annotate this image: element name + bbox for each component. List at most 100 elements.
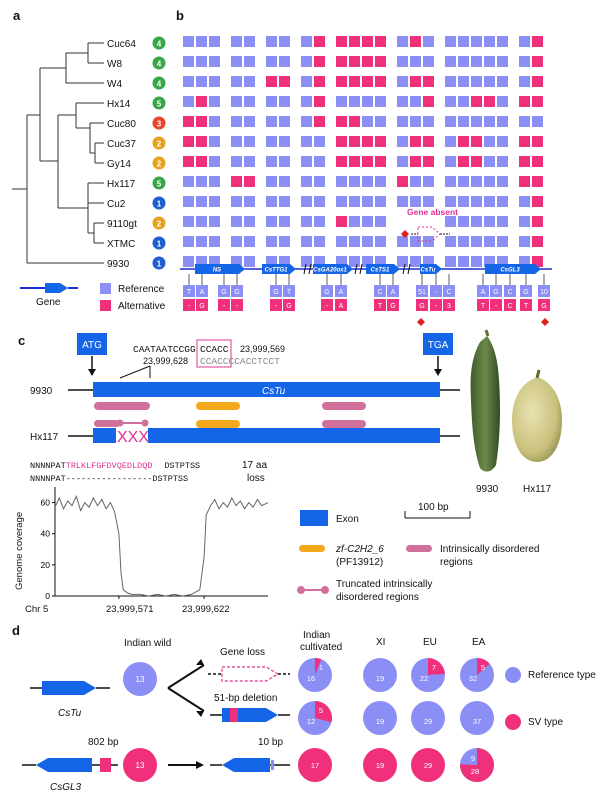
tga-box: [423, 333, 453, 355]
variant-cell: [336, 56, 347, 67]
variant-cell: [183, 96, 194, 107]
gene-model-label: CsGA20ox1: [313, 268, 347, 274]
variant-cell: [196, 196, 207, 207]
variant-cell: [532, 176, 543, 187]
variant-cell: [183, 256, 194, 267]
variant-cell: [397, 116, 408, 127]
variant-cell: [519, 56, 530, 67]
variant-cell: [497, 56, 508, 67]
cucumber-9930: [470, 336, 500, 472]
ref-allele-code: C: [446, 289, 451, 296]
variant-cell: [471, 96, 482, 107]
pie-ref-count: 29: [424, 717, 432, 726]
pie-base: [298, 748, 332, 782]
alt-allele-code: G: [199, 303, 204, 310]
variant-cell: [410, 56, 421, 67]
variant-cell: [279, 176, 290, 187]
variant-cell: [301, 176, 312, 187]
variant-cell: [244, 256, 255, 267]
ref-allele: [387, 285, 399, 297]
panel-label-a: a: [13, 8, 21, 23]
variant-cell: [336, 76, 347, 87]
legend-alternative-label: Alternative: [118, 301, 166, 312]
variant-cell: [183, 176, 194, 187]
alt-allele: [374, 299, 386, 311]
legend-pf: (PF13912): [336, 557, 383, 568]
variant-cell: [301, 56, 312, 67]
variant-cell: [423, 36, 434, 47]
pie-ref-count: 19: [376, 717, 384, 726]
ref-allele-code: G: [493, 289, 498, 296]
variant-cell: [349, 116, 360, 127]
eu-label: EU: [423, 637, 437, 648]
hx117-exon-right: [148, 428, 440, 443]
alt-allele: [416, 299, 428, 311]
group-badge: [152, 56, 166, 70]
alt-allele-code: -: [223, 303, 226, 310]
cstu-wild-gene: [42, 681, 96, 695]
variant-cell: [362, 236, 373, 247]
variant-cell: [471, 256, 482, 267]
variant-cell: [266, 116, 277, 127]
variant-cell: [266, 76, 277, 87]
variant-cell: [183, 216, 194, 227]
group-badge: [152, 96, 166, 110]
variant-cell: [375, 176, 386, 187]
alternative-swatch: [100, 300, 111, 311]
alt-allele: [477, 299, 489, 311]
seq-highlight-box: [196, 339, 232, 368]
pie-base: [363, 701, 397, 735]
variant-cell: [532, 116, 543, 127]
variant-grid: Gene absent: [183, 36, 543, 267]
variant-cell: [279, 136, 290, 147]
variant-cell: [349, 156, 360, 167]
variant-cell: [410, 76, 421, 87]
group-badge: [152, 136, 166, 150]
variant-cell: [375, 156, 386, 167]
cucumber-hx117: [512, 378, 562, 462]
variant-cell: [519, 36, 530, 47]
variant-cell: [484, 96, 495, 107]
variant-cell: [244, 176, 255, 187]
variant-cell: [244, 56, 255, 67]
variant-cell: [458, 156, 469, 167]
variant-cell: [231, 76, 242, 87]
ref-allele-code: T: [287, 289, 292, 296]
panel-label-c: c: [18, 333, 25, 348]
ref-allele: [416, 285, 428, 297]
ref-allele: [231, 285, 243, 297]
variant-cell: [336, 196, 347, 207]
variant-cell: [375, 216, 386, 227]
variant-cell: [279, 36, 290, 47]
sv-marker: [417, 318, 425, 326]
variant-cell: [410, 176, 421, 187]
variant-cell: [279, 196, 290, 207]
variant-cell: [458, 176, 469, 187]
pie-sv-count: 1: [319, 663, 323, 672]
variant-cell: [397, 56, 408, 67]
variant-cell: [362, 156, 373, 167]
row-9930-label: 9930: [30, 386, 53, 397]
variant-cell: [471, 176, 482, 187]
group-number: 4: [157, 59, 162, 68]
variant-cell: [209, 56, 220, 67]
variant-cell: [314, 156, 325, 167]
variant-cell: [423, 56, 434, 67]
variant-cell: [314, 196, 325, 207]
variant-cell: [231, 96, 242, 107]
variant-cell: [231, 216, 242, 227]
variant-cell: [362, 96, 373, 107]
group-number: 3: [157, 119, 162, 128]
variant-cell: [336, 236, 347, 247]
legend-ref-type: Reference type: [528, 670, 596, 681]
alt-allele-code: G: [390, 303, 395, 310]
deletion-mark: [230, 708, 238, 722]
variant-cell: [196, 236, 207, 247]
variant-cell: [231, 176, 242, 187]
variant-cell: [519, 136, 530, 147]
variant-cell: [471, 156, 482, 167]
legend-sv-type: SV type: [528, 717, 563, 728]
variant-cell: [183, 56, 194, 67]
